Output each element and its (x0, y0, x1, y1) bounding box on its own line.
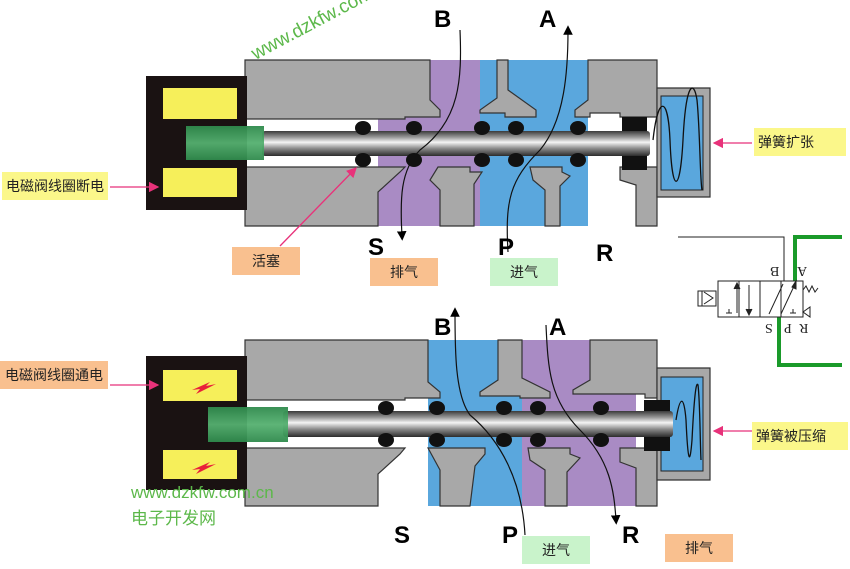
coil-off-label: 电磁阀线圈断电 (2, 172, 108, 200)
bottom-intake-label: 进气 (522, 536, 590, 564)
symbol-port-a: A (797, 263, 808, 278)
top-exhaust-label: 排气 (370, 258, 438, 286)
symbol-port-s: S (765, 320, 773, 335)
piston-label: 活塞 (232, 247, 300, 275)
spring-chamber (660, 95, 704, 191)
symbol-green-pipe-p (777, 317, 842, 367)
bottom-port-p: P (502, 522, 519, 549)
watermark-url: www.dzkfw.com.cn (131, 483, 274, 502)
symbol-spring (802, 284, 819, 294)
coil-winding-upper (163, 370, 237, 401)
spring-coil (652, 87, 703, 191)
coil-winding-lower (163, 168, 237, 197)
flow-p-to-a (506, 25, 573, 253)
piston-rod (283, 411, 673, 437)
top-port-a: A (539, 6, 557, 33)
top-port-b: B (434, 6, 452, 33)
coil-on-label: 电磁阀线圈通电 (0, 361, 108, 389)
spring-compressed-label: 弹簧被压缩 (752, 422, 848, 450)
o-rings (378, 400, 670, 451)
top-valve (110, 25, 752, 253)
valve-symbol (678, 235, 842, 367)
symbol-exhaust (802, 306, 811, 318)
symbol-green-pipe-a (793, 235, 842, 281)
flow-p-to-b (450, 307, 526, 536)
top-intake-label: 进气 (490, 258, 558, 286)
symbol-solenoid (697, 290, 717, 307)
coil-winding-lower (163, 450, 237, 479)
armature (208, 407, 288, 442)
o-rings (355, 117, 647, 170)
spring-coil (675, 383, 702, 461)
armature (186, 126, 264, 160)
bottom-valve (110, 307, 752, 536)
symbol-port-p: P (784, 320, 792, 335)
coil-winding-upper (163, 88, 237, 119)
lightning-icon (192, 462, 216, 474)
symbol-b-line (678, 236, 785, 281)
piston-pointer (279, 167, 357, 247)
watermark-site-name: 电子开发网 (131, 509, 216, 529)
symbol-port-r: R (799, 320, 809, 335)
flow-b-to-s (396, 29, 462, 241)
bottom-port-s: S (394, 522, 411, 549)
symbol-port-b: B (770, 263, 780, 278)
bottom-port-a: A (549, 314, 567, 341)
top-port-s: S (368, 234, 385, 261)
piston-rod (262, 131, 650, 156)
lightning-icon (192, 382, 216, 394)
flow-a-to-r (545, 324, 621, 525)
bottom-port-b: B (434, 314, 452, 341)
top-port-r: R (596, 240, 614, 267)
top-port-p: P (498, 234, 515, 261)
bottom-exhaust-label: 排气 (665, 534, 733, 562)
bottom-port-r: R (622, 522, 640, 549)
spring-expand-label: 弹簧扩张 (754, 128, 846, 156)
